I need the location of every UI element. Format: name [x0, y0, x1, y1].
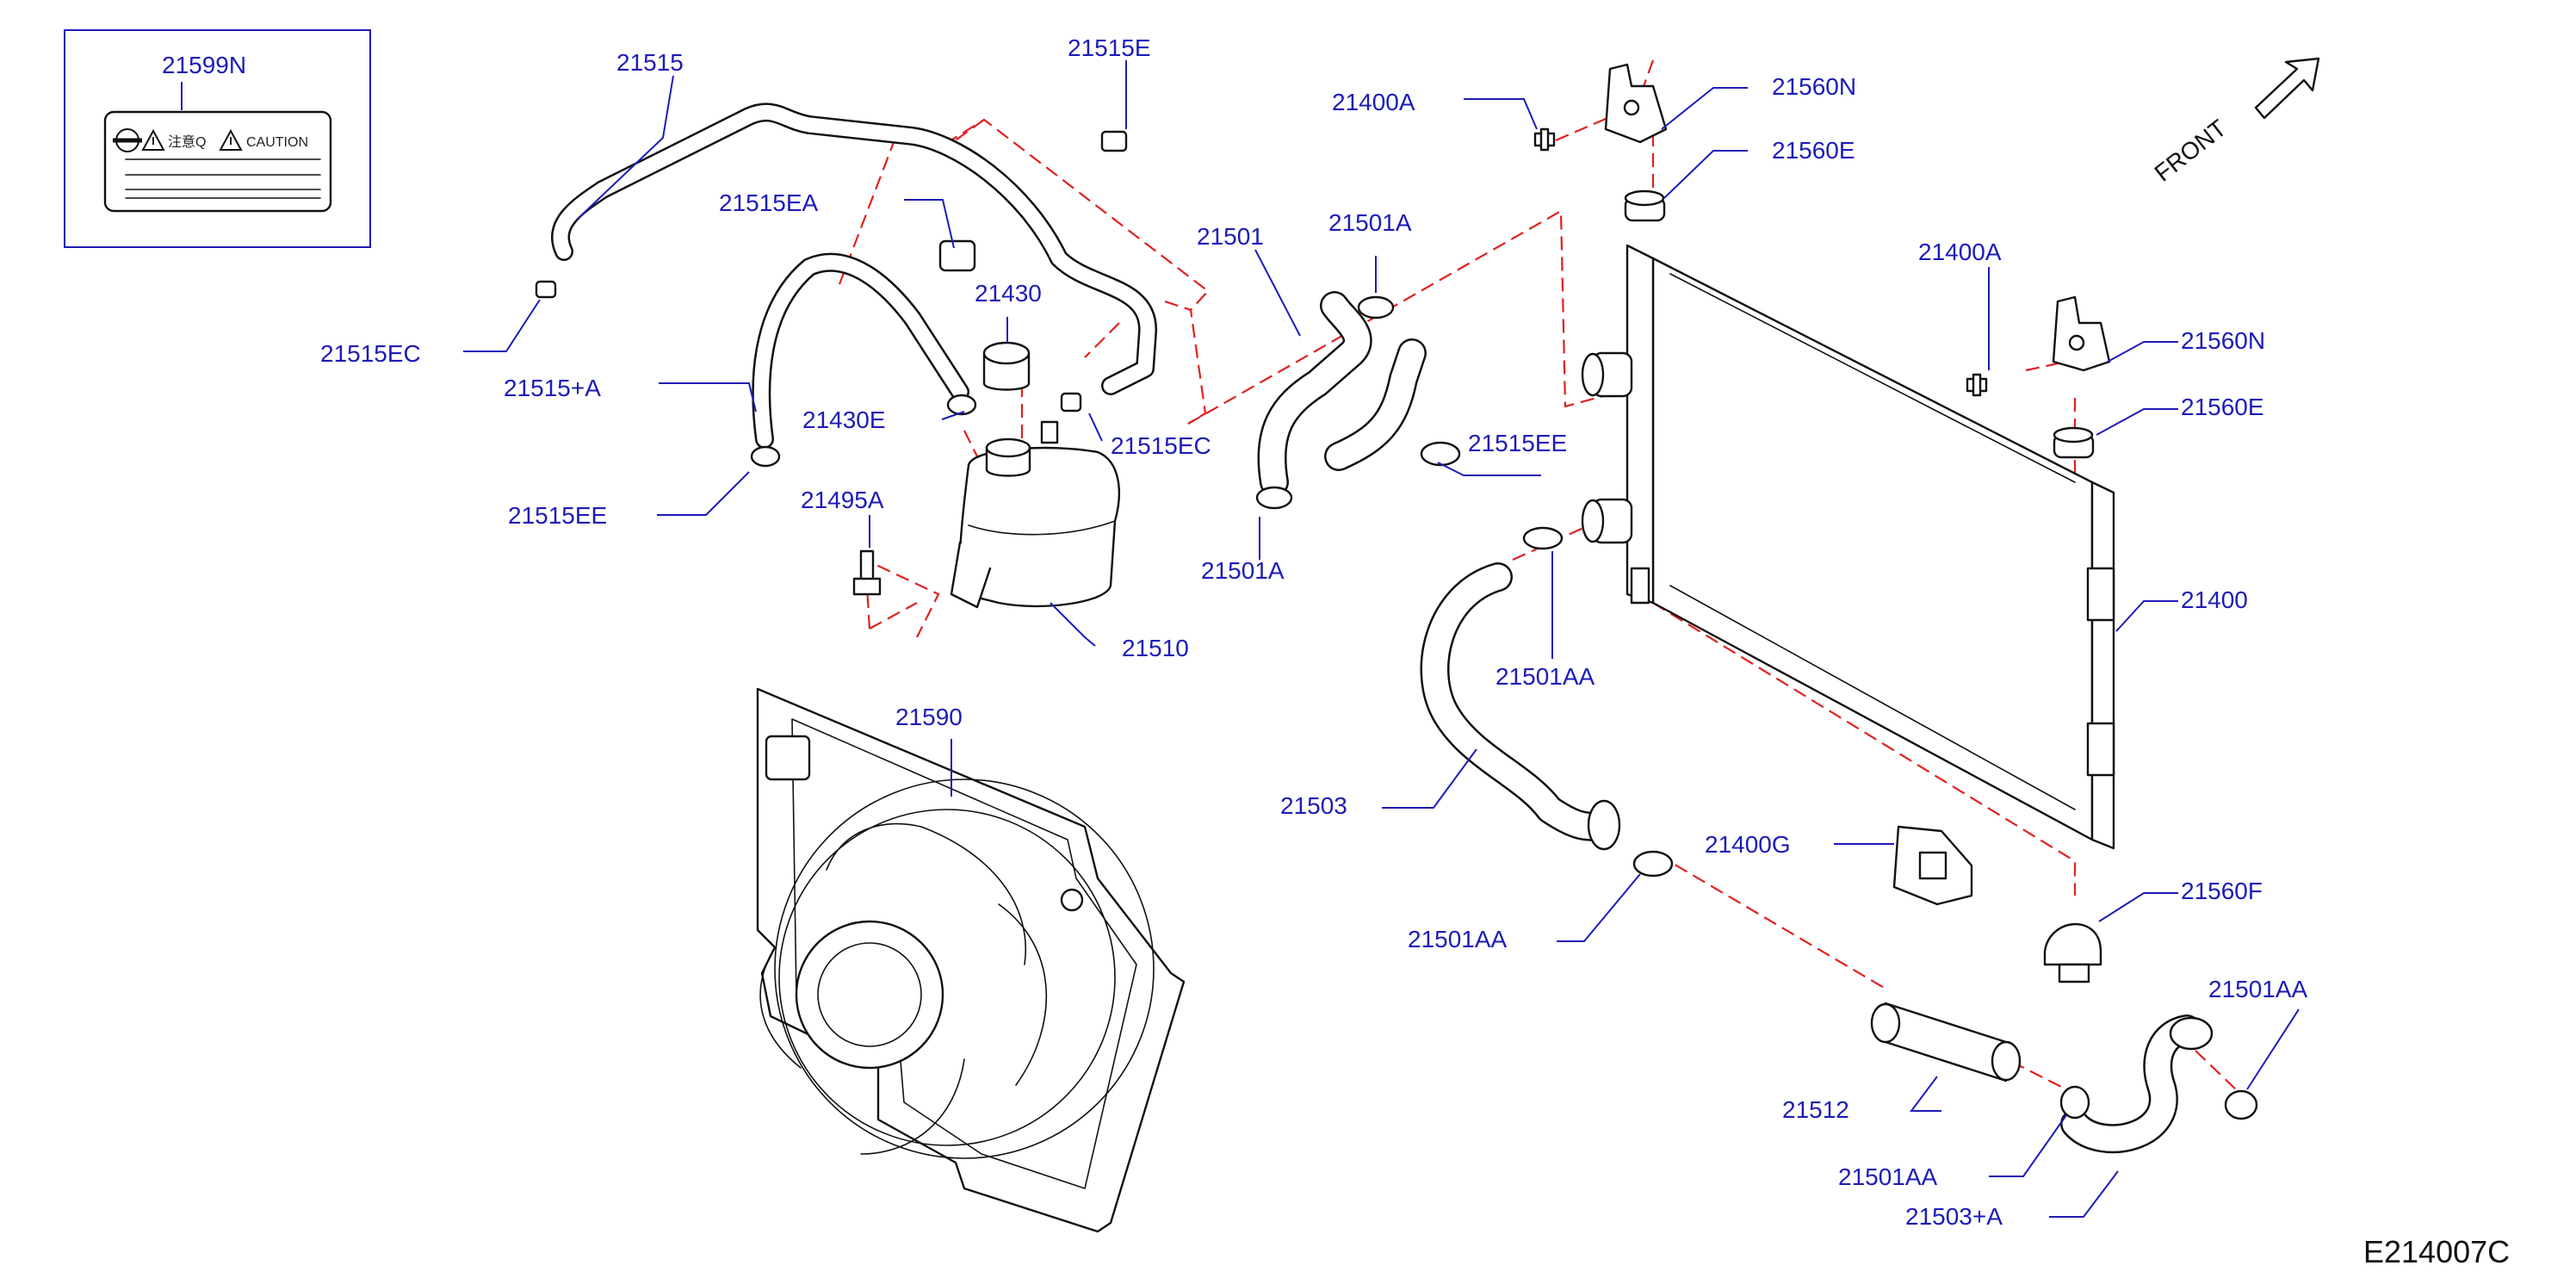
part-label-21560E-right: 21560E	[2181, 394, 2264, 420]
nissan-logo-icon	[113, 128, 142, 152]
part-label-21515E: 21515E	[1068, 34, 1151, 61]
bolt-21400A-top	[1533, 127, 1556, 152]
part-label-21501: 21501	[1197, 223, 1264, 250]
part-label-21501AA-mid: 21501AA	[1408, 926, 1508, 952]
part-label-21400G: 21400G	[1705, 831, 1791, 858]
upper-hose-21501	[1255, 291, 1461, 510]
bolt-21400A-right	[1966, 373, 1988, 397]
water-pipe-21512	[1870, 1002, 2022, 1083]
reservoir-cap-21430	[982, 341, 1031, 391]
bolt-21495A	[852, 549, 882, 596]
part-label-21495A: 21495A	[801, 487, 884, 513]
front-indicator: FRONT	[2150, 115, 2232, 187]
fan-shroud-21590	[756, 687, 1186, 1233]
mount-bracket-21560N-right	[2052, 295, 2111, 372]
part-label-21515EA: 21515EA	[719, 189, 819, 216]
caution-label-card	[103, 110, 332, 213]
part-label-21560F: 21560F	[2181, 878, 2263, 904]
part-label-21590: 21590	[895, 704, 963, 730]
lower-hose-21503	[1420, 526, 1674, 878]
rubber-mount-21560E-right	[2053, 426, 2095, 459]
hose-clips	[535, 130, 1128, 468]
diagram-reference-code: E214007C	[2363, 1234, 2510, 1269]
part-label-21503: 21503	[1280, 792, 1347, 819]
warning-triangle-icon	[141, 128, 165, 151]
part-label-21560N-right: 21560N	[2181, 327, 2265, 354]
radiator-21400	[1581, 244, 2115, 850]
part-label-21430: 21430	[975, 280, 1042, 307]
rubber-mount-21560F	[2043, 922, 2102, 983]
part-label-21515A: 21515+A	[504, 375, 601, 401]
part-label-21501A-top: 21501A	[1328, 209, 1412, 236]
bracket-21400G	[1892, 825, 1973, 906]
caution-text: CAUTION	[246, 135, 308, 150]
hose-21503A	[2060, 1014, 2214, 1154]
part-label-21599N: 21599N	[162, 52, 246, 78]
part-label-21512: 21512	[1782, 1096, 1849, 1123]
rubber-mount-21560E-top	[1624, 189, 1666, 222]
part-label-21501AA-lower: 21501AA	[1838, 1163, 1938, 1190]
part-label-21560N-top: 21560N	[1772, 73, 1856, 100]
part-label-21515: 21515	[616, 49, 684, 76]
overflow-hose-21515A	[752, 252, 969, 449]
label-box-frame	[64, 29, 371, 248]
part-label-21515EC-right: 21515EC	[1111, 432, 1211, 459]
part-label-21510: 21510	[1122, 635, 1189, 661]
part-label-21400A-top: 21400A	[1332, 89, 1415, 115]
warning-triangle-icon	[219, 128, 243, 151]
part-label-21515EE-right: 21515EE	[1468, 430, 1567, 456]
part-label-21515EE-left: 21515EE	[508, 502, 607, 529]
part-label-21501AA-right: 21501AA	[2208, 976, 2308, 1002]
overflow-hose-21515	[551, 102, 1157, 395]
part-label-21560E-top: 21560E	[1772, 137, 1855, 164]
leader-lines	[463, 60, 2300, 1218]
part-label-21503A: 21503+A	[1905, 1203, 2003, 1230]
part-label-21400A-right: 21400A	[1918, 239, 2002, 265]
part-label-21501AA-upper: 21501AA	[1495, 663, 1595, 690]
part-label-21400: 21400	[2181, 586, 2248, 613]
hose-clamps-lower	[2059, 1085, 2258, 1120]
front-arrow-icon	[2254, 57, 2320, 120]
part-label-21501A-bottom: 21501A	[1201, 557, 1285, 584]
reservoir-tank-21510	[950, 420, 1121, 609]
part-label-21430E: 21430E	[802, 406, 886, 433]
japanese-caution-text: 注意Q	[168, 133, 206, 150]
mount-bracket-21560N-top	[1604, 63, 1668, 144]
part-label-21515EC-left: 21515EC	[320, 340, 421, 367]
